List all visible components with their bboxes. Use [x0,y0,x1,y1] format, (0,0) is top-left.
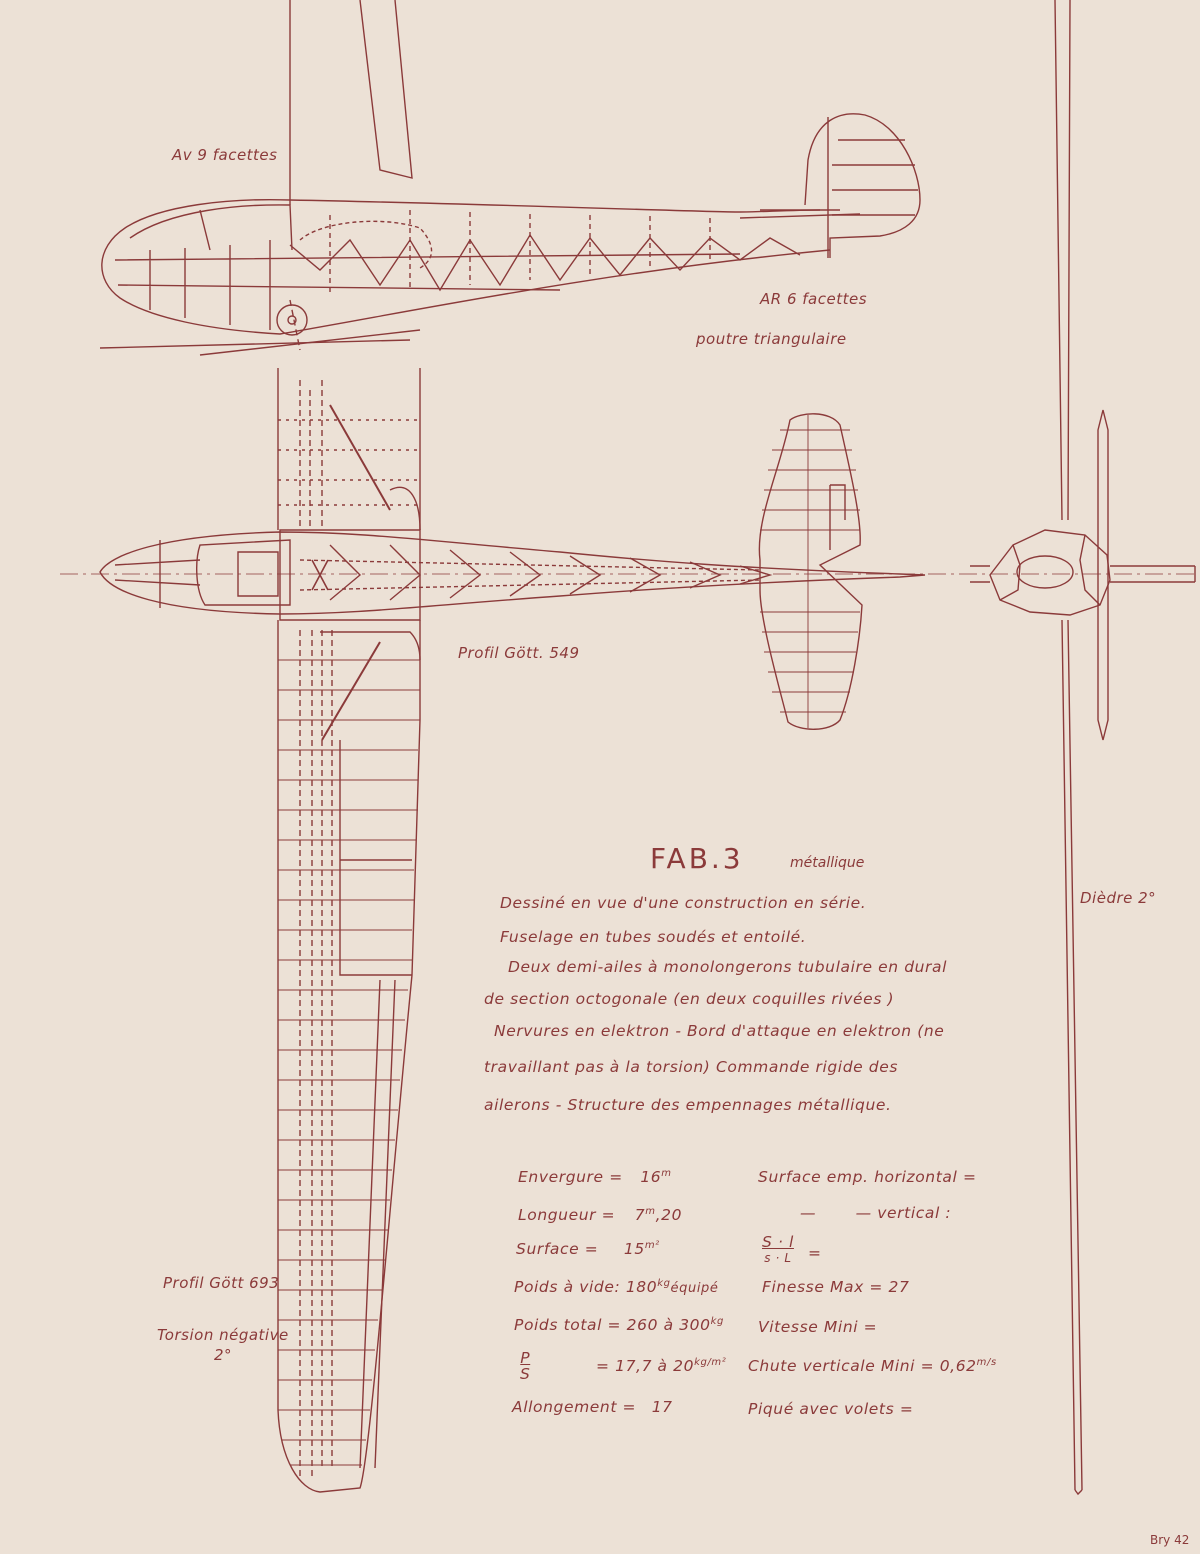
spec-ps: = 17,7 à 20kg/m² [596,1357,726,1375]
description-line-6: travaillant pas à la torsion) Commande r… [484,1058,899,1076]
spec-surface-value: 15 [623,1240,645,1259]
spec-sl-fraction: S · l s · L [762,1234,794,1266]
side-view-fuselage [99,0,921,356]
spec-surface-vertical-dash: — [800,1204,817,1222]
spec-poids-total: Poids total = 260 à 300kg [514,1316,724,1334]
spec-surface-horizontal: Surface emp. horizontal = [758,1168,977,1186]
spec-longueur: Longueur = 7m,20 [518,1206,682,1224]
spec-longueur-value: 7 [634,1206,646,1225]
description-line-2: Fuselage en tubes soudés et entoilé. [500,928,807,946]
spec-poids-total-value: 260 à 300 [626,1316,711,1335]
description-line-5: Nervures en elektron - Bord d'attaque en… [494,1022,945,1040]
spec-poids-total-unit: kg [710,1316,724,1327]
spec-poids-vide-value: 180 [625,1278,658,1297]
top-view-fuselage [60,529,1195,621]
spec-allongement: Allongement = 17 [512,1398,673,1416]
spec-ps-den: S [520,1365,531,1383]
description-line-3: Deux demi-ailes à monolongerons tubulair… [508,958,948,976]
spec-chute-unit: m/s [976,1357,997,1368]
spec-envergure-label: Envergure = [518,1168,623,1187]
spec-sl-eq: = [808,1244,822,1262]
wing-profile-label: Profil Gött 693 [163,1274,280,1292]
description-line-7: ailerons - Structure des empennages méta… [484,1096,892,1114]
spec-longueur-unit: m [645,1206,656,1217]
top-view-wing [277,368,421,1493]
spec-surface-vertical-label: — vertical : [855,1204,952,1222]
description-line-1: Dessiné en vue d'une construction en sér… [500,894,867,912]
spec-pique: Piqué avec volets = [748,1400,914,1418]
spec-longueur-label: Longueur = [518,1206,616,1225]
spec-ps-fraction: P S [520,1350,530,1382]
spec-finesse: Finesse Max = 27 [762,1278,910,1296]
page-subtitle: métallique [790,855,865,871]
spec-sl-den: s · L [764,1251,792,1265]
spec-poids-vide: Poids à vide: 180kgéquipé [514,1278,719,1296]
spec-poids-total-label: Poids total = [514,1316,622,1335]
nose-facets-label: Av 9 facettes [172,146,278,164]
truss-label: poutre triangulaire [696,330,847,348]
spec-surface-label: Surface = [516,1240,599,1259]
twist-label-line1: Torsion négative [157,1326,289,1344]
spec-chute: Chute verticale Mini = 0,62m/s [748,1357,997,1375]
spec-poids-vide-label: Poids à vide: [514,1278,621,1297]
spec-ps-num: P [520,1349,531,1367]
spec-envergure-unit: m [661,1168,672,1179]
twist-label-line2: 2° [214,1346,233,1364]
spec-surface-vertical: — — vertical : [800,1204,951,1222]
front-view [970,0,1196,1496]
tail-profile-label: Profil Gött. 549 [458,644,580,662]
spec-ps-unit: kg/m² [694,1357,727,1368]
spec-vitesse: Vitesse Mini = [758,1318,878,1336]
dihedral-label: Dièdre 2° [1080,889,1157,907]
spec-sl-num: S · l [762,1233,794,1251]
spec-surface: Surface = 15m² [516,1240,660,1258]
page-title: FAB.3 [650,842,744,875]
top-view-stabilizer [758,413,863,730]
spec-poids-vide-suffix: équipé [670,1281,719,1297]
spec-envergure: Envergure = 16m [518,1168,672,1186]
spec-envergure-value: 16 [640,1168,662,1187]
spec-ps-value: = 17,7 à 20 [596,1357,695,1376]
spec-allongement-label: Allongement = [512,1398,637,1416]
signature: Bry 42 [1150,1533,1190,1547]
description-line-4: de section octogonale (en deux coquilles… [484,990,895,1008]
spec-allongement-value: 17 [651,1398,673,1416]
spec-longueur-frac: ,20 [655,1206,683,1225]
spec-poids-vide-unit: kg [657,1278,671,1289]
spec-surface-unit: m² [644,1240,660,1251]
tail-facets-label: AR 6 facettes [760,290,868,308]
spec-chute-label: Chute verticale Mini = 0,62 [748,1357,977,1376]
